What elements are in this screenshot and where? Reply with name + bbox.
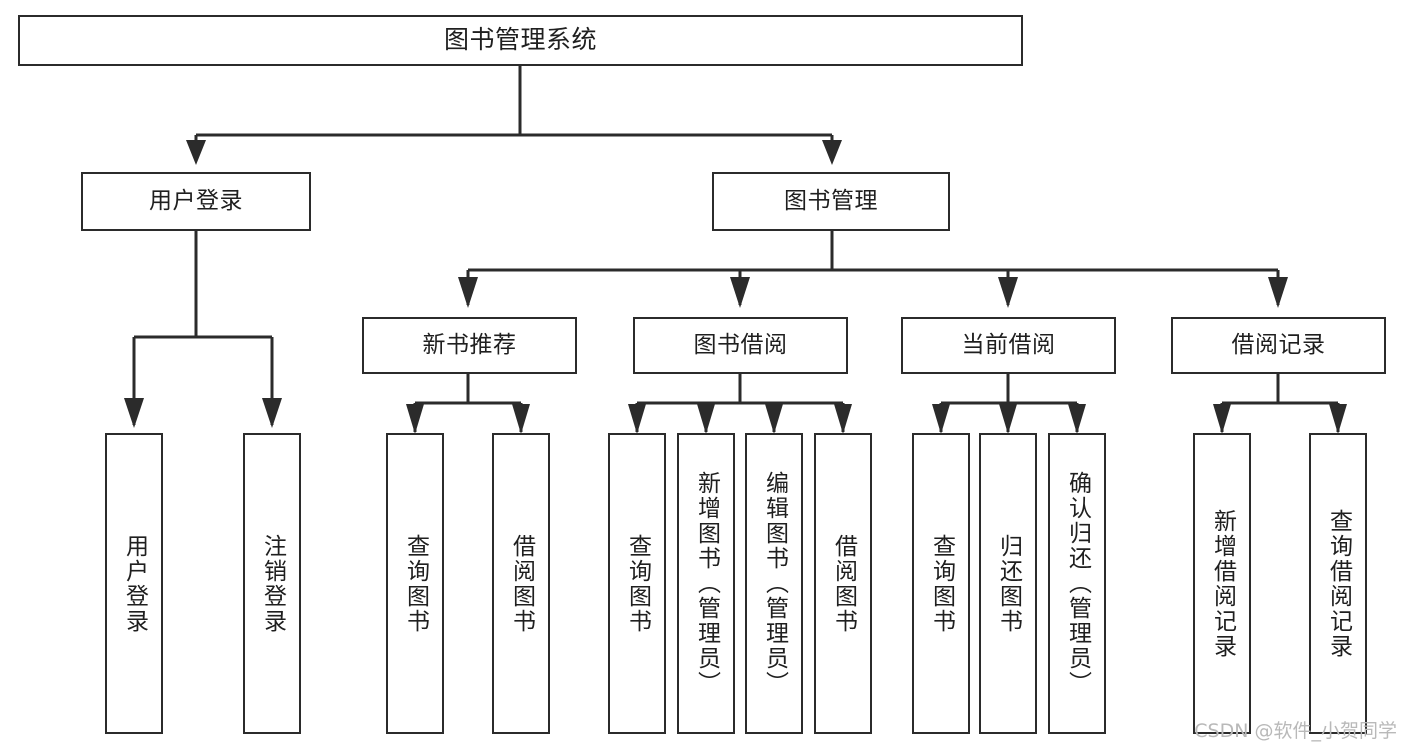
leaf-user-login-logout-label: 注销登录 — [259, 533, 286, 634]
arrowhead-bb-leaf2 — [697, 404, 715, 434]
leaf-user-login-login-label: 用户登录 — [121, 533, 148, 634]
arrowhead-bb-leaf4 — [834, 404, 852, 434]
leaf-book-borrow-query-label: 查询图书 — [624, 533, 651, 634]
arrowhead-borrow-record — [1268, 277, 1288, 308]
node-book-management[interactable]: 图书管理 — [712, 172, 950, 231]
arrowhead-book-borrow — [730, 277, 750, 308]
leaf-borrow-record-query[interactable]: 查询借阅记录 — [1309, 433, 1367, 734]
leaf-current-borrow-confirm[interactable]: 确认归还（管理员） — [1048, 433, 1106, 734]
arrowhead-nb-leaf1 — [406, 404, 424, 434]
arrowhead-new-book — [458, 277, 478, 308]
arrowhead-ul-leaf1 — [124, 398, 144, 428]
leaf-new-book-borrow-label: 借阅图书 — [508, 533, 535, 634]
leaf-book-borrow-borrow[interactable]: 借阅图书 — [814, 433, 872, 734]
arrowhead-bb-leaf3 — [765, 404, 783, 434]
node-book-borrow[interactable]: 图书借阅 — [633, 317, 848, 374]
node-book-management-label: 图书管理 — [784, 188, 878, 215]
leaf-book-borrow-add-label: 新增图书（管理员） — [693, 471, 720, 696]
leaf-current-borrow-return[interactable]: 归还图书 — [979, 433, 1037, 734]
arrowheads — [124, 140, 1347, 434]
leaf-borrow-record-add-label: 新增借阅记录 — [1209, 508, 1236, 659]
leaf-current-borrow-confirm-label: 确认归还（管理员） — [1064, 471, 1091, 696]
node-new-book-recommend[interactable]: 新书推荐 — [362, 317, 577, 374]
node-borrow-record-label: 借阅记录 — [1231, 332, 1326, 359]
arrowhead-current-borrow — [998, 277, 1018, 308]
leaf-book-borrow-edit-label: 编辑图书（管理员） — [761, 471, 788, 696]
leaf-borrow-record-add[interactable]: 新增借阅记录 — [1193, 433, 1251, 734]
arrowhead-cb-leaf1 — [932, 404, 950, 434]
node-new-book-recommend-label: 新书推荐 — [422, 332, 517, 359]
leaf-book-borrow-add[interactable]: 新增图书（管理员） — [677, 433, 735, 734]
node-borrow-record[interactable]: 借阅记录 — [1171, 317, 1386, 374]
arrowhead-bb-leaf1 — [628, 404, 646, 434]
arrowhead-cb-leaf2 — [999, 404, 1017, 434]
arrowhead-nb-leaf2 — [512, 404, 530, 434]
node-root-label: 图书管理系统 — [443, 25, 597, 55]
leaf-current-borrow-query[interactable]: 查询图书 — [912, 433, 970, 734]
leaf-book-borrow-borrow-label: 借阅图书 — [830, 533, 857, 634]
leaf-current-borrow-query-label: 查询图书 — [928, 533, 955, 634]
arrowhead-br-leaf2 — [1329, 404, 1347, 434]
arrowhead-user-login — [186, 140, 206, 165]
arrowhead-br-leaf1 — [1213, 404, 1231, 434]
node-user-login-label: 用户登录 — [149, 188, 243, 215]
leaf-new-book-query-label: 查询图书 — [402, 533, 429, 634]
leaf-user-login-login[interactable]: 用户登录 — [105, 433, 163, 734]
node-root[interactable]: 图书管理系统 — [18, 15, 1023, 66]
leaf-borrow-record-query-label: 查询借阅记录 — [1325, 508, 1352, 659]
arrowhead-cb-leaf3 — [1068, 404, 1086, 434]
leaf-new-book-query[interactable]: 查询图书 — [386, 433, 444, 734]
leaf-book-borrow-query[interactable]: 查询图书 — [608, 433, 666, 734]
leaf-new-book-borrow[interactable]: 借阅图书 — [492, 433, 550, 734]
node-user-login[interactable]: 用户登录 — [81, 172, 311, 231]
leaf-book-borrow-edit[interactable]: 编辑图书（管理员） — [745, 433, 803, 734]
arrowhead-ul-leaf2 — [262, 398, 282, 428]
leaf-current-borrow-return-label: 归还图书 — [995, 533, 1022, 634]
leaf-user-login-logout[interactable]: 注销登录 — [243, 433, 301, 734]
arrowhead-book-mgmt — [822, 140, 842, 165]
node-current-borrow-label: 当前借阅 — [961, 332, 1056, 359]
node-current-borrow[interactable]: 当前借阅 — [901, 317, 1116, 374]
node-book-borrow-label: 图书借阅 — [693, 332, 788, 359]
